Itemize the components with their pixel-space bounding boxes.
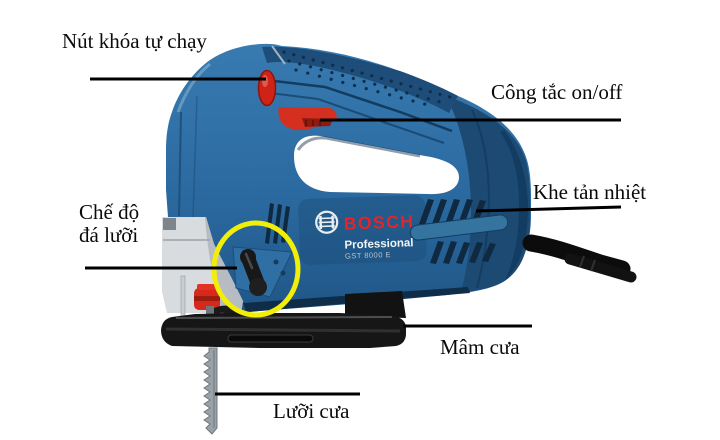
brand-name: BOSCH xyxy=(343,211,414,233)
bosch-armature-icon xyxy=(315,210,339,234)
saw-blade xyxy=(203,347,218,435)
handle-opening-shade xyxy=(296,136,421,158)
base-bracket xyxy=(345,291,406,318)
branding-panel: BOSCH Professional GST 8000 E xyxy=(298,195,427,265)
brand-model: GST 8000 E xyxy=(345,250,391,261)
lock-on-button xyxy=(257,69,277,107)
leader-line-vents xyxy=(475,205,622,213)
label-lock-button: Nút khóa tự chạy xyxy=(62,29,207,53)
label-power-switch: Công tắc on/off xyxy=(491,80,623,104)
cord-connector xyxy=(564,253,637,283)
base-plate-streak xyxy=(165,327,401,333)
rear-edge-shadow xyxy=(500,130,528,280)
handle-seam xyxy=(271,45,286,65)
grip-dots xyxy=(282,50,452,107)
front-highlight xyxy=(176,62,211,113)
label-pendulum-mode-line2: đá lưỡi xyxy=(79,223,139,247)
front-shading-2 xyxy=(192,95,198,218)
vent-ridge xyxy=(409,214,509,241)
pendulum-lever xyxy=(240,249,267,296)
lock-on-button-highlight xyxy=(262,75,268,87)
label-pendulum-mode: Chế độ đá lưỡi xyxy=(79,201,139,247)
guide-rod xyxy=(180,275,186,319)
gear-head-clip xyxy=(163,218,176,230)
front-shading-1 xyxy=(178,111,182,217)
label-vents: Khe tản nhiệt xyxy=(533,180,647,204)
label-pendulum-mode-line1: Chế độ xyxy=(79,200,140,224)
cord-rings xyxy=(579,255,596,272)
gear-head-shadow xyxy=(205,217,243,313)
power-cord xyxy=(522,234,637,283)
base-plate xyxy=(161,291,406,348)
cooling-vents xyxy=(265,199,509,264)
base-plate-top-edge xyxy=(175,316,393,319)
brand-tier: Professional xyxy=(344,237,413,251)
rear-seam xyxy=(471,109,490,289)
leader-lines xyxy=(85,77,622,396)
base-plate-groove xyxy=(227,334,314,343)
label-base-plate: Mâm cưa xyxy=(440,335,520,359)
handle-opening xyxy=(294,135,459,195)
label-blade: Lưỡi cưa xyxy=(273,399,350,423)
grip-band xyxy=(262,46,458,113)
handle-ridge-2 xyxy=(261,91,445,144)
pendulum-selector xyxy=(232,246,293,298)
